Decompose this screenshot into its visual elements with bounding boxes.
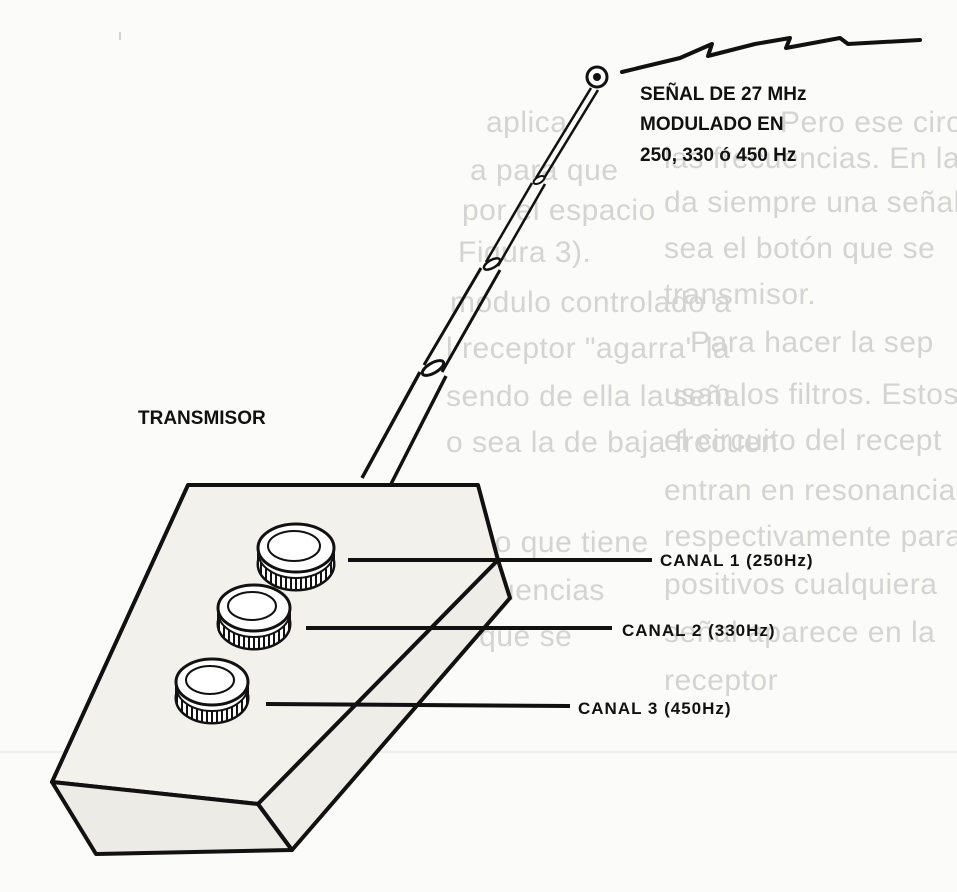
channel-3-leader-line — [265, 702, 571, 708]
bleed-right-line-5: transmisor. — [664, 278, 816, 311]
bleed-left-line-6: l receptor "agarra" la — [446, 332, 730, 365]
bleed-right-line-10: respectivamente para — [664, 520, 957, 553]
bleed-right-line-9: entran en resonancia — [664, 474, 956, 507]
channel-1-knob[interactable] — [256, 522, 336, 592]
antenna-joint-2 — [482, 257, 502, 271]
bleed-right-line-8: el circuito del recept — [664, 424, 942, 457]
bleed-right-line-6: Para hacer la sep — [690, 326, 934, 359]
channel-3-knob[interactable] — [174, 657, 250, 725]
antenna-joint-1 — [532, 175, 546, 185]
antenna-tip-center — [593, 73, 601, 81]
bleed-right-line-13: receptor — [664, 664, 778, 697]
antenna-joint-3 — [420, 359, 446, 377]
bleed-left-line-3: por el espacio — [462, 194, 656, 227]
bleed-left-line-1: aplica — [486, 106, 567, 139]
channel-2-label: CANAL 2 (330Hz) — [622, 621, 776, 640]
channel-2-knob[interactable] — [216, 583, 292, 651]
signal-label-line-1: SEÑAL DE 27 MHz — [640, 83, 806, 105]
bleed-right-line-2: las frecuencias. En la — [664, 142, 957, 175]
channel-1-label: CANAL 1 (250Hz) — [660, 551, 814, 570]
antenna — [360, 65, 609, 487]
signal-label-line-3: 250, 330 ó 450 Hz — [640, 145, 796, 166]
bleed-left-line-8: o sea la de baja frecuen — [446, 426, 778, 459]
bleed-right-line-1: Pero ese circuito — [780, 106, 957, 139]
bleed-right-line-3: da siempre una señal — [664, 186, 957, 219]
bleed-right-line-4: sea el botón que se — [664, 232, 935, 265]
bleed-right-line-12: señal aparece en la — [664, 616, 935, 649]
radio-wave-icon — [620, 36, 922, 74]
bleed-left-line-5: modulo controlado a — [450, 286, 731, 319]
bleed-left-line-4: Figura 3). — [458, 236, 591, 269]
signal-label-line-2: MODULADO EN — [640, 114, 784, 135]
bleed-right-line-11: positivos cualquiera — [664, 568, 937, 601]
bleed-left-line-7: sendo de ella la señal — [446, 380, 747, 413]
bleed-left-line-2: a para que — [470, 154, 618, 187]
bleed-through-text: aplica a para que por el espacio Figura … — [0, 32, 957, 753]
channel-3-label: CANAL 3 (450Hz) — [578, 699, 732, 718]
bleed-right-line-7: usan los filtros. Estos — [664, 378, 957, 411]
transmitter-label: TRANSMISOR — [138, 408, 266, 429]
